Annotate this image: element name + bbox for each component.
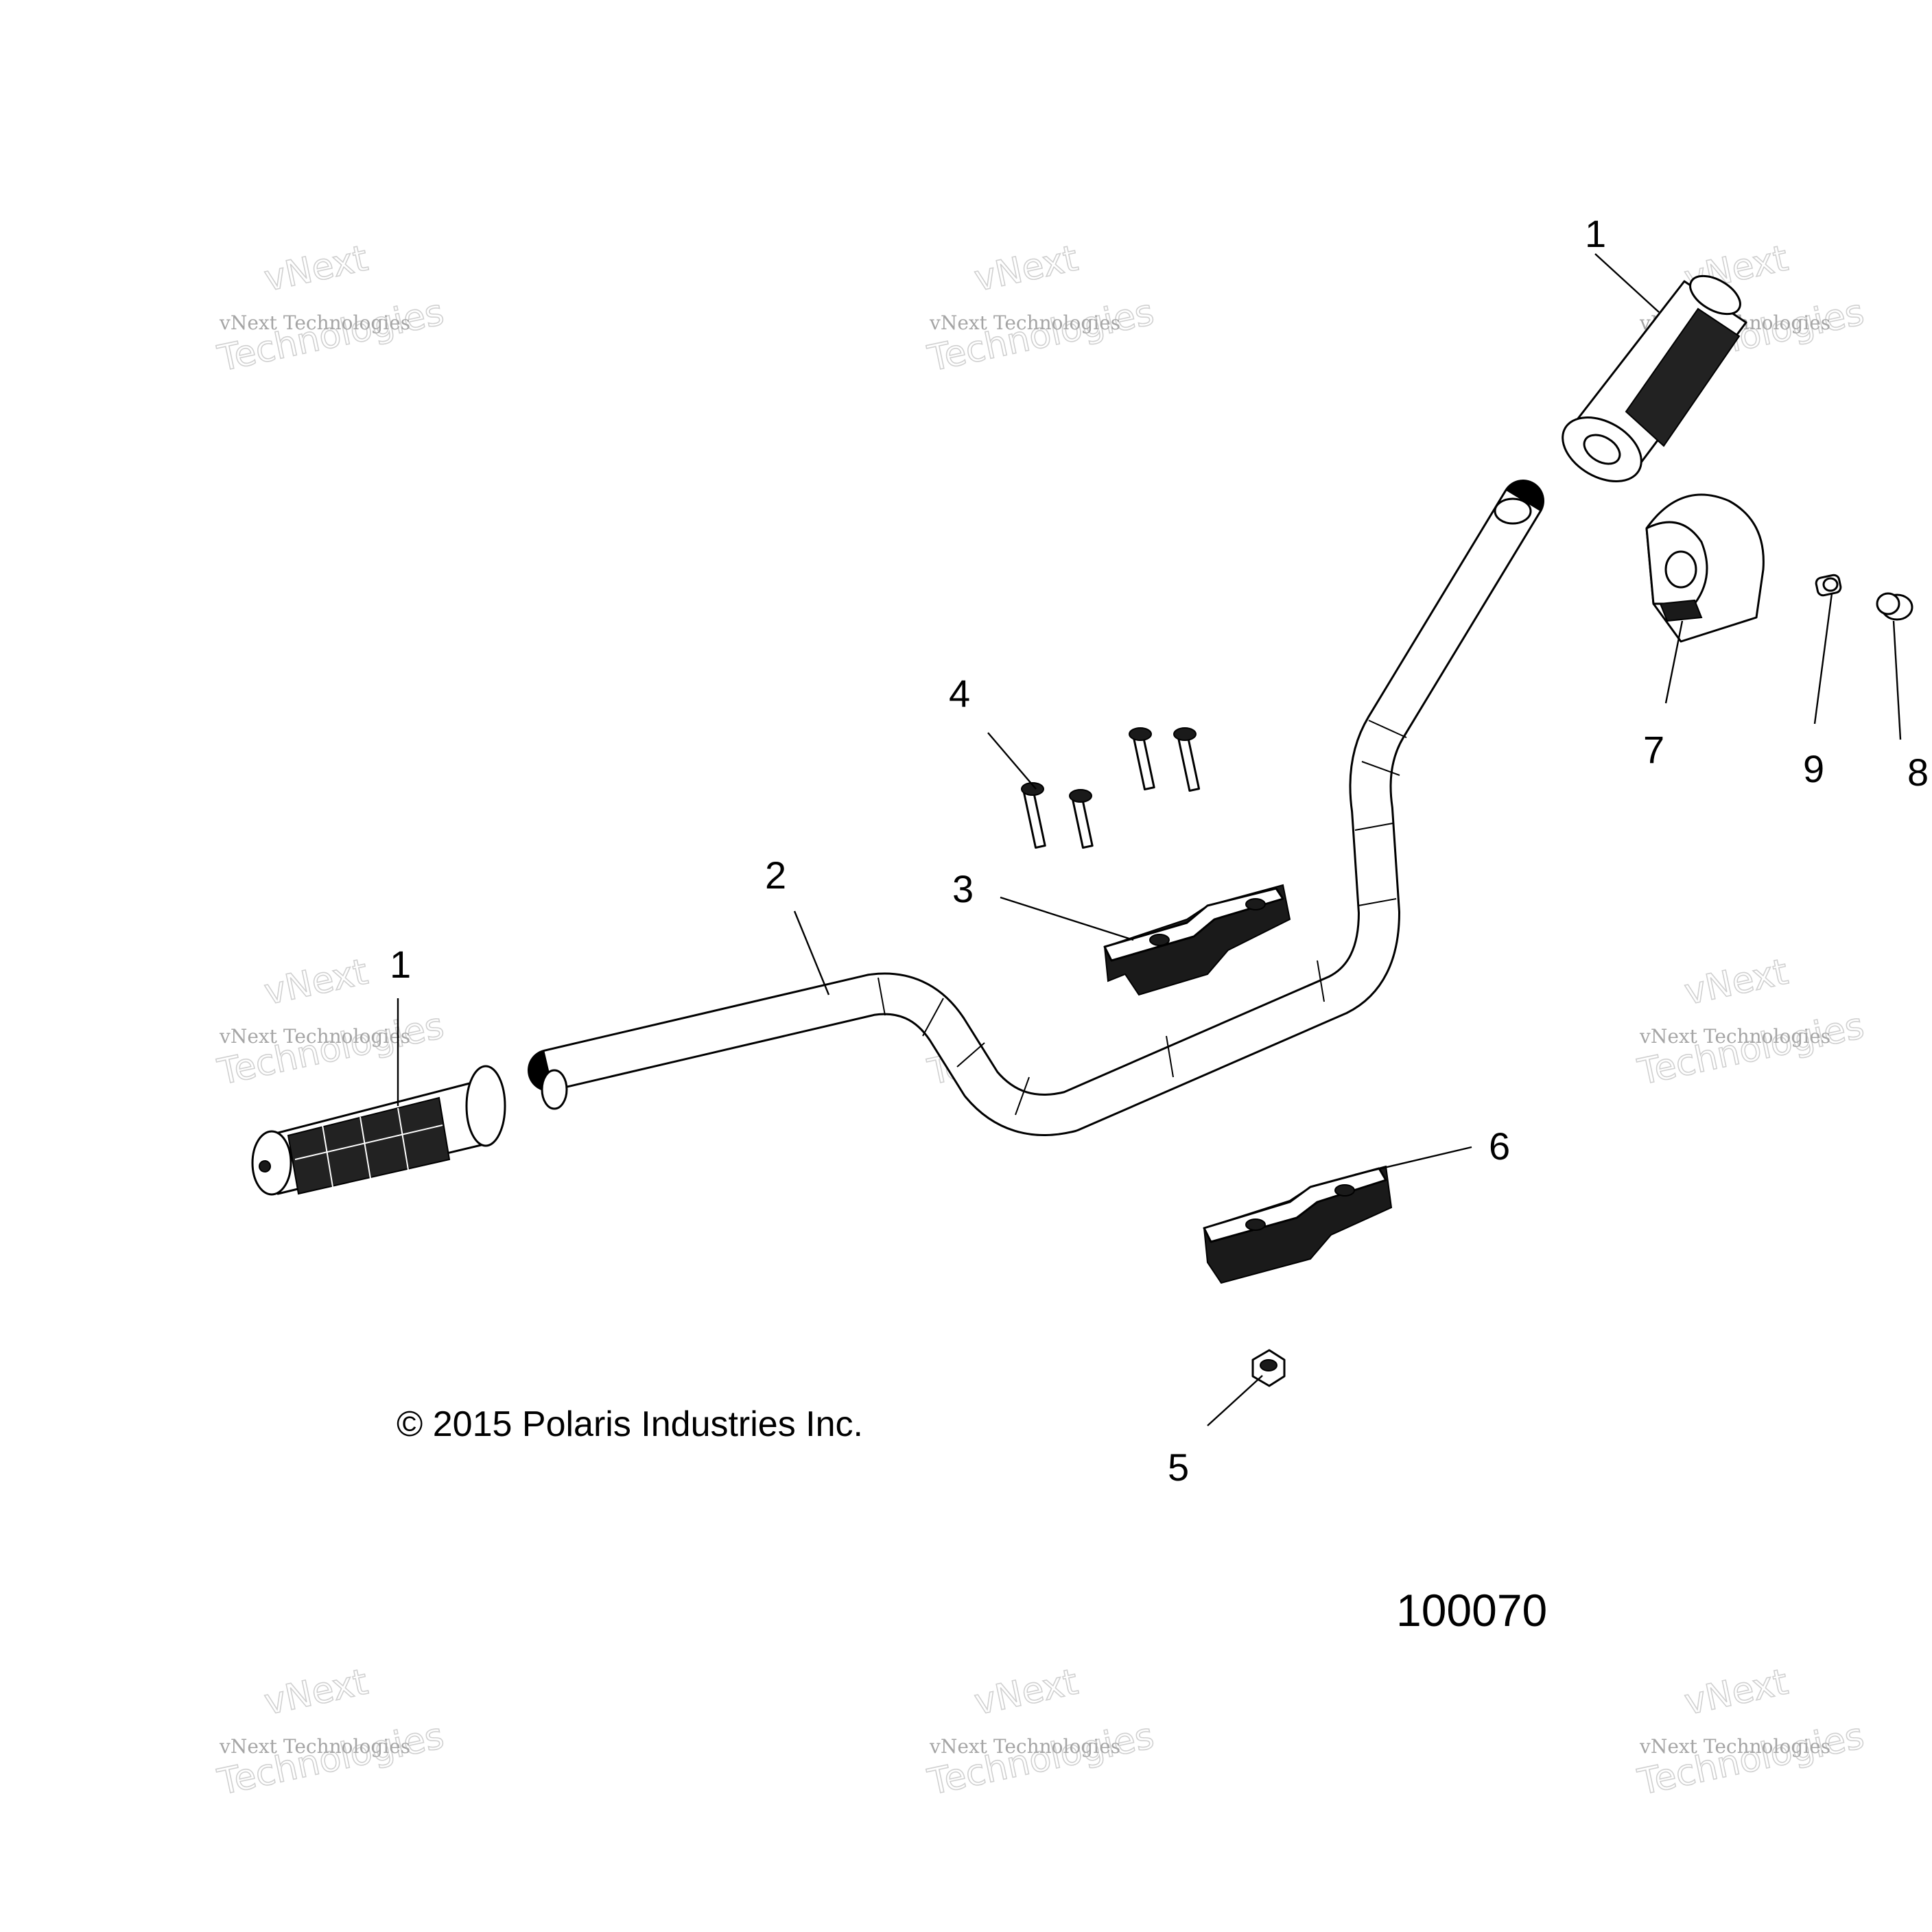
watermark-small: vNext Technologies [929,311,1120,334]
watermark-big: Technologies [1634,1715,1868,1803]
watermark-big: Technologies [924,292,1157,379]
watermark-small: vNext Technologies [219,1735,410,1758]
callouts: 1 1 2 3 4 5 6 7 9 8 [390,212,1929,1489]
callout-switch-housing: 7 [1643,728,1664,771]
watermark-small: vNext Technologies [219,1025,410,1048]
watermark-top: vNext [1681,952,1791,1013]
watermark-big: Technologies [214,1715,447,1803]
watermark-small: vNext Technologies [1639,1025,1830,1048]
watermark-top: vNext [261,1662,371,1723]
bolt [1069,789,1094,849]
watermark-small: vNext Technologies [1639,1735,1830,1758]
watermark-top: vNext [971,238,1081,300]
lower-clamp [1203,1165,1393,1284]
bolt [1173,727,1201,792]
switch-housing [1645,493,1765,643]
callout-grip-right: 1 [1585,212,1606,255]
watermark-top: vNext [261,238,371,300]
watermark-big: Technologies [1634,1005,1868,1093]
bolts [1021,727,1201,849]
watermark-top: vNext [1681,1662,1791,1723]
callout-plug: 8 [1907,751,1929,794]
leader-lines [397,253,1902,1426]
watermark-big: Technologies [214,292,447,379]
watermark-top: vNext [971,1662,1081,1723]
figure-number: 100070 [1396,1585,1547,1636]
callout-grip-left: 1 [390,943,411,986]
callout-bolts: 4 [949,672,970,715]
callout-lower-clamp: 6 [1489,1124,1510,1168]
watermark-small: vNext Technologies [929,1735,1120,1758]
plug [1876,592,1913,621]
bolt [1129,727,1155,791]
copyright-text: © 2015 Polaris Industries Inc. [397,1404,863,1444]
watermark-big: Technologies [924,1715,1157,1803]
right-grip [1562,274,1747,482]
left-grip [251,1065,506,1196]
small-plug [1815,574,1842,597]
watermark-small: vNext Technologies [219,311,410,334]
callout-plug-small: 9 [1803,747,1824,790]
upper-clamp [1103,884,1291,996]
bolt [1021,782,1046,849]
callout-nut: 5 [1168,1446,1189,1489]
callout-upper-clamp: 3 [952,867,974,910]
watermark-top: vNext [261,952,371,1013]
watermark-big: Technologies [214,1005,447,1093]
callout-handlebar: 2 [765,853,786,897]
